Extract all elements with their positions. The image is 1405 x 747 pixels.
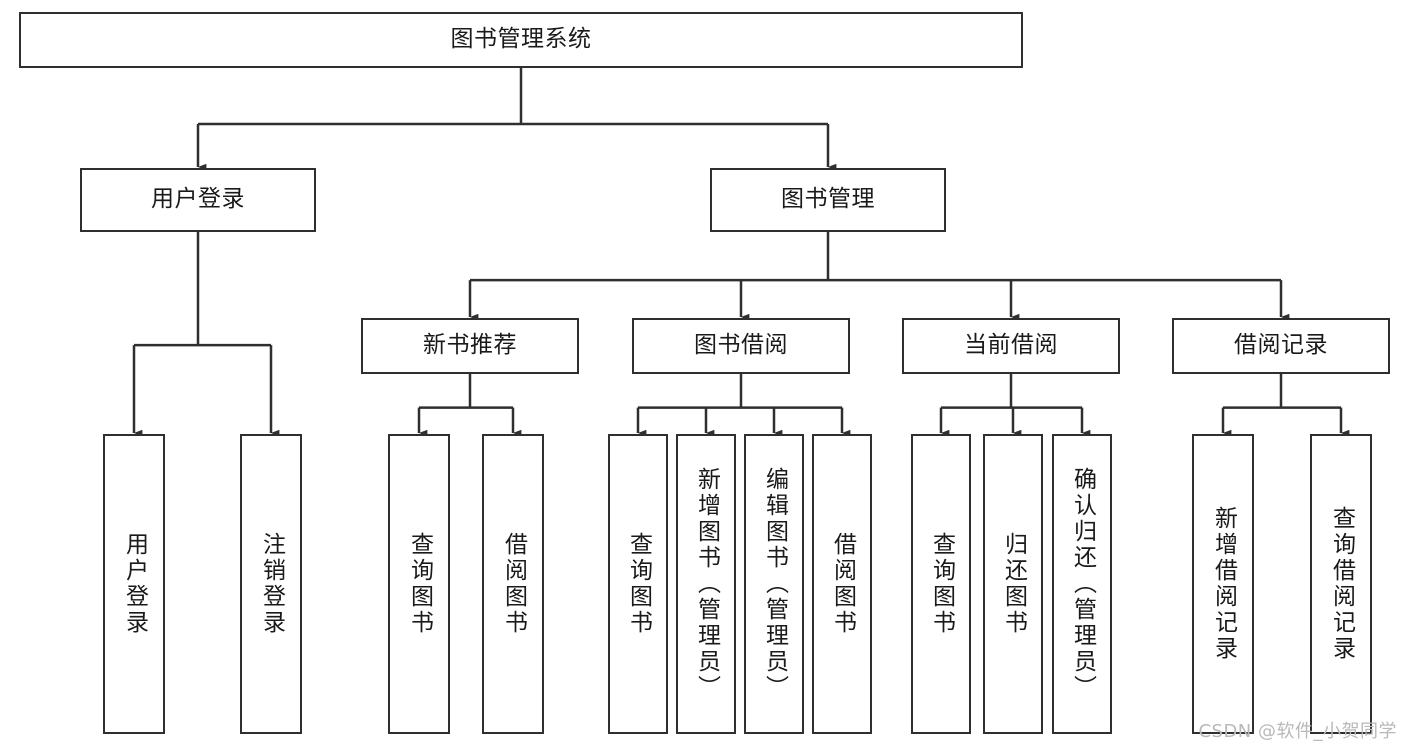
- node-label: 归还图书: [1000, 532, 1027, 636]
- node-label: 新增借阅记录: [1210, 506, 1237, 662]
- leaf-query-book-2[interactable]: 查询图书: [608, 434, 668, 734]
- node-label: 确认归还（管理员）: [1069, 467, 1096, 701]
- watermark-text: CSDN @软件_小贺同学: [1198, 721, 1397, 742]
- leaf-borrow-book-1[interactable]: 借阅图书: [482, 434, 544, 734]
- node-borrow-record[interactable]: 借阅记录: [1172, 318, 1390, 374]
- node-label: 注销登录: [258, 532, 285, 636]
- leaf-borrow-book-2[interactable]: 借阅图书: [812, 434, 872, 734]
- node-label: 查询图书: [928, 532, 955, 636]
- node-label: 编辑图书（管理员）: [761, 467, 788, 701]
- node-label: 新增图书（管理员）: [693, 467, 720, 701]
- node-label: 查询图书: [406, 532, 433, 636]
- node-label: 图书管理: [781, 186, 875, 213]
- node-new-book-recommend[interactable]: 新书推荐: [361, 318, 579, 374]
- node-user-login[interactable]: 用户登录: [80, 168, 316, 232]
- leaf-query-book-1[interactable]: 查询图书: [388, 434, 450, 734]
- leaf-confirm-return-admin[interactable]: 确认归还（管理员）: [1052, 434, 1112, 734]
- node-book-management[interactable]: 图书管理: [710, 168, 946, 232]
- leaf-add-borrow-record[interactable]: 新增借阅记录: [1192, 434, 1254, 734]
- node-label: 当前借阅: [964, 332, 1058, 359]
- node-current-borrow[interactable]: 当前借阅: [902, 318, 1120, 374]
- leaf-query-borrow-record[interactable]: 查询借阅记录: [1310, 434, 1372, 734]
- leaf-edit-book-admin[interactable]: 编辑图书（管理员）: [744, 434, 804, 734]
- node-label: 借阅图书: [829, 532, 856, 636]
- leaf-user-logout[interactable]: 注销登录: [240, 434, 302, 734]
- leaf-return-book[interactable]: 归还图书: [983, 434, 1043, 734]
- node-label: 用户登录: [121, 532, 148, 636]
- node-label: 图书管理系统: [450, 26, 592, 53]
- node-label: 查询图书: [625, 532, 652, 636]
- node-label: 借阅记录: [1234, 332, 1328, 359]
- node-label: 查询借阅记录: [1328, 506, 1355, 662]
- leaf-add-book-admin[interactable]: 新增图书（管理员）: [676, 434, 736, 734]
- node-label: 新书推荐: [423, 332, 517, 359]
- node-label: 图书借阅: [694, 332, 788, 359]
- leaf-user-login[interactable]: 用户登录: [103, 434, 165, 734]
- node-root[interactable]: 图书管理系统: [19, 12, 1023, 68]
- node-label: 借阅图书: [500, 532, 527, 636]
- node-book-borrow[interactable]: 图书借阅: [632, 318, 850, 374]
- node-label: 用户登录: [151, 186, 245, 213]
- leaf-query-book-3[interactable]: 查询图书: [911, 434, 971, 734]
